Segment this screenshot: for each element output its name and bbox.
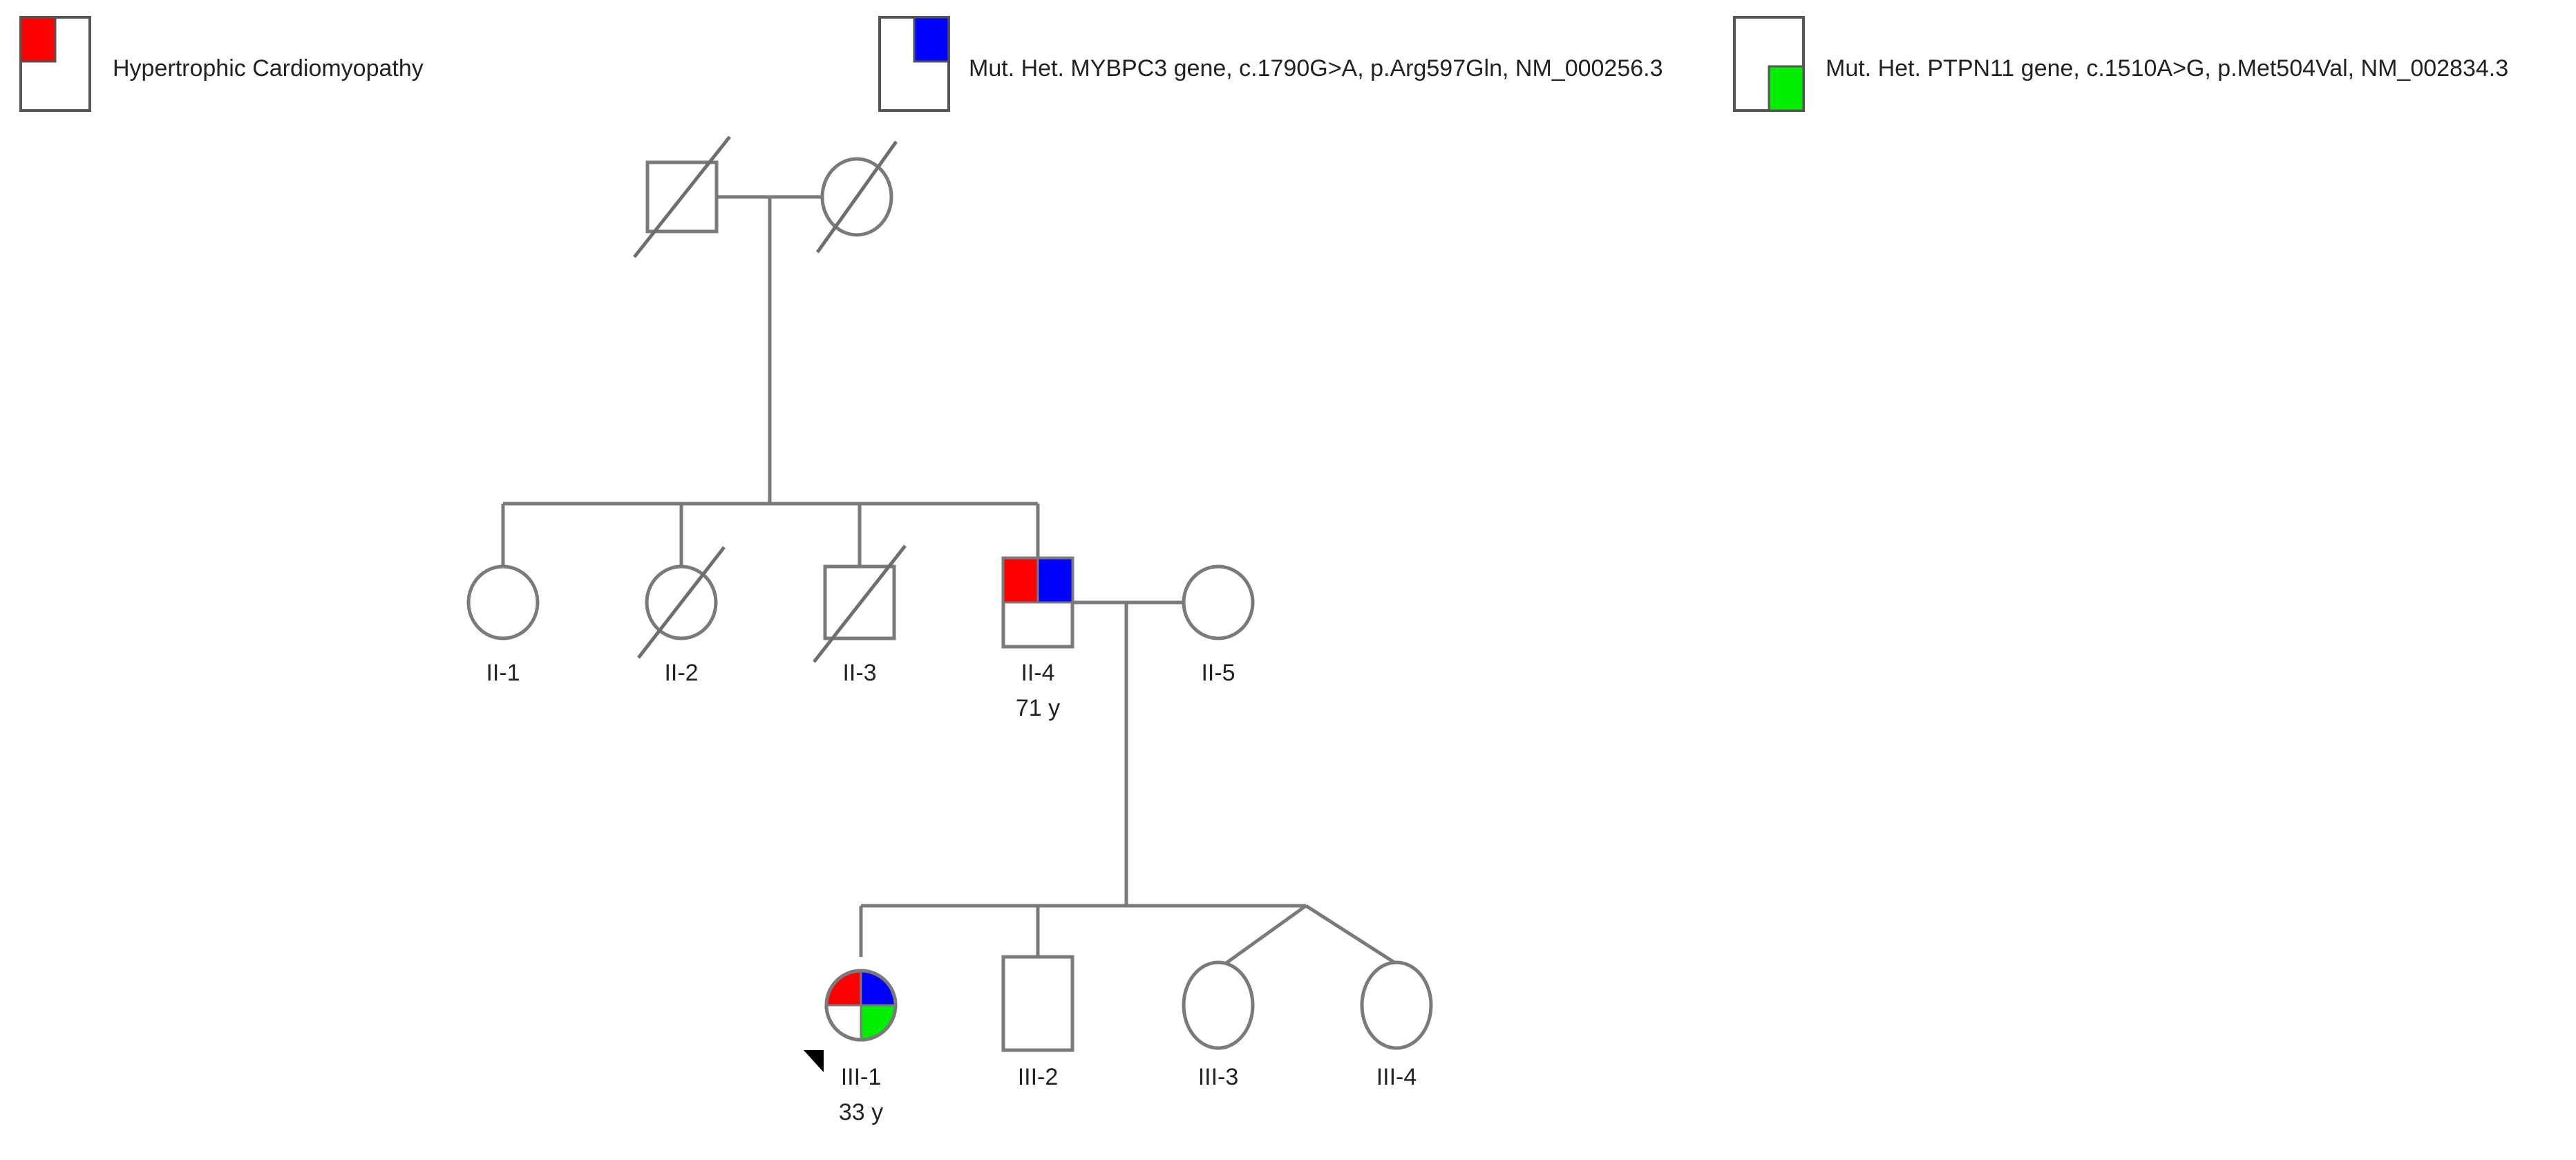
female-symbol-outline — [824, 969, 898, 1042]
individual-ii-4[interactable]: II-4 71 y — [1001, 556, 1074, 721]
individual-ii-5[interactable]: II-5 — [1182, 564, 1255, 686]
mybpc3-quadrant — [861, 971, 896, 1005]
legend-fill-hcm — [19, 16, 57, 63]
individual-i-1[interactable] — [633, 135, 731, 258]
legend-fill-mybpc3 — [913, 16, 950, 63]
individual-label: III-2 — [1018, 1064, 1059, 1090]
legend-label-hcm: Hypertrophic Cardiomyopathy — [113, 55, 424, 82]
pedigree-lines — [501, 195, 1398, 966]
individual-label: II-4 — [1021, 660, 1054, 686]
twin-line-iii-4 — [1305, 904, 1398, 966]
individual-label: III-4 — [1376, 1064, 1417, 1090]
individual-ii-2[interactable]: II-2 — [637, 546, 726, 686]
individual-age: 71 y — [1016, 695, 1060, 721]
legend: Hypertrophic Cardiomyopathy Mut. Het. MY… — [19, 16, 2508, 112]
female-symbol — [1360, 960, 1433, 1050]
individual-label: II-2 — [664, 660, 698, 686]
individual-label: III-3 — [1198, 1064, 1239, 1090]
individual-label: II-3 — [842, 660, 876, 686]
deceased-slash — [637, 546, 726, 659]
proband-arrow-icon — [804, 1050, 824, 1072]
twin-line-iii-3 — [1224, 904, 1307, 966]
female-symbol — [1182, 960, 1255, 1050]
ptpn11-quadrant — [861, 1005, 896, 1040]
individual-ii-3[interactable]: II-3 — [813, 544, 907, 686]
female-symbol — [1182, 564, 1255, 640]
individual-iii-2[interactable]: III-2 — [1001, 955, 1074, 1090]
individual-label: II-1 — [486, 660, 520, 686]
legend-item-ptpn11: Mut. Het. PTPN11 gene, c.1510A>G, p.Met5… — [1733, 16, 2508, 112]
individual-ii-1[interactable]: II-1 — [466, 564, 540, 686]
individual-label: III-1 — [841, 1064, 882, 1090]
individual-i-2[interactable] — [815, 140, 898, 254]
individual-iii-3[interactable]: III-3 — [1182, 960, 1255, 1090]
female-symbol — [466, 564, 540, 640]
individual-age: 33 y — [839, 1099, 883, 1125]
male-symbol — [1001, 955, 1074, 1052]
hcm-quadrant — [826, 971, 861, 1005]
deceased-slash — [633, 135, 731, 258]
individual-iii-4[interactable]: III-4 — [1360, 960, 1433, 1090]
legend-item-mybpc3: Mut. Het. MYBPC3 gene, c.1790G>A, p.Arg5… — [878, 16, 1663, 112]
legend-item-hcm: Hypertrophic Cardiomyopathy — [19, 16, 424, 112]
mybpc3-quadrant — [1036, 557, 1074, 604]
deceased-slash — [815, 140, 898, 254]
deceased-slash — [813, 544, 907, 663]
legend-label-mybpc3: Mut. Het. MYBPC3 gene, c.1790G>A, p.Arg5… — [969, 55, 1663, 82]
hcm-quadrant — [1002, 557, 1039, 604]
individual-label: II-5 — [1201, 660, 1235, 686]
legend-fill-ptpn11 — [1768, 65, 1805, 112]
individual-iii-1[interactable]: III-1 33 y — [804, 969, 898, 1125]
legend-label-ptpn11: Mut. Het. PTPN11 gene, c.1510A>G, p.Met5… — [1826, 55, 2508, 82]
